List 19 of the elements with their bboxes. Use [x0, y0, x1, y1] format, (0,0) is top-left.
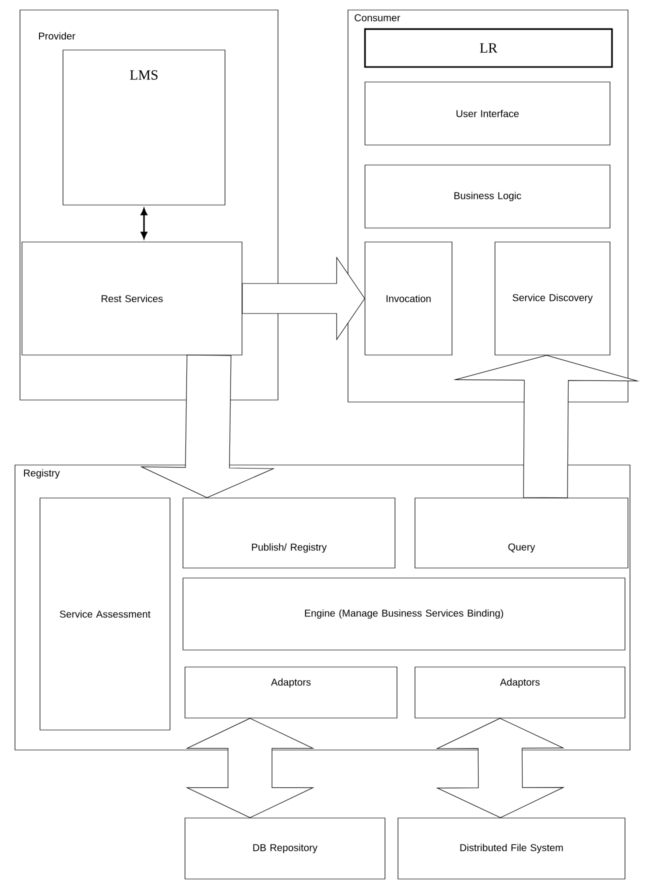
- component-box: Business Logic: [364, 164, 610, 228]
- component-box: Invocation: [364, 242, 452, 356]
- component-box: LMS: [62, 50, 226, 206]
- arrow: [140, 208, 148, 239]
- block-arrow: [140, 354, 275, 498]
- component-box: Rest Services: [22, 242, 242, 356]
- component-box: Adaptors: [184, 666, 398, 718]
- component-box: Service Assessment: [40, 498, 170, 730]
- component-box: Engine (Manage Business Services Binding): [182, 578, 626, 650]
- block-arrow: [453, 355, 640, 498]
- component-box: Distributed File System: [398, 818, 626, 880]
- component-box: LR: [364, 28, 613, 68]
- component-box: DB Repository: [184, 818, 386, 880]
- component-box: User Interface: [364, 82, 610, 146]
- component-box: Query: [414, 498, 628, 568]
- block-arrow: [242, 256, 366, 340]
- component-box: Adaptors: [414, 666, 626, 718]
- component-box: Service Discovery: [494, 242, 610, 356]
- component-box: Publish/ Registry: [182, 498, 396, 568]
